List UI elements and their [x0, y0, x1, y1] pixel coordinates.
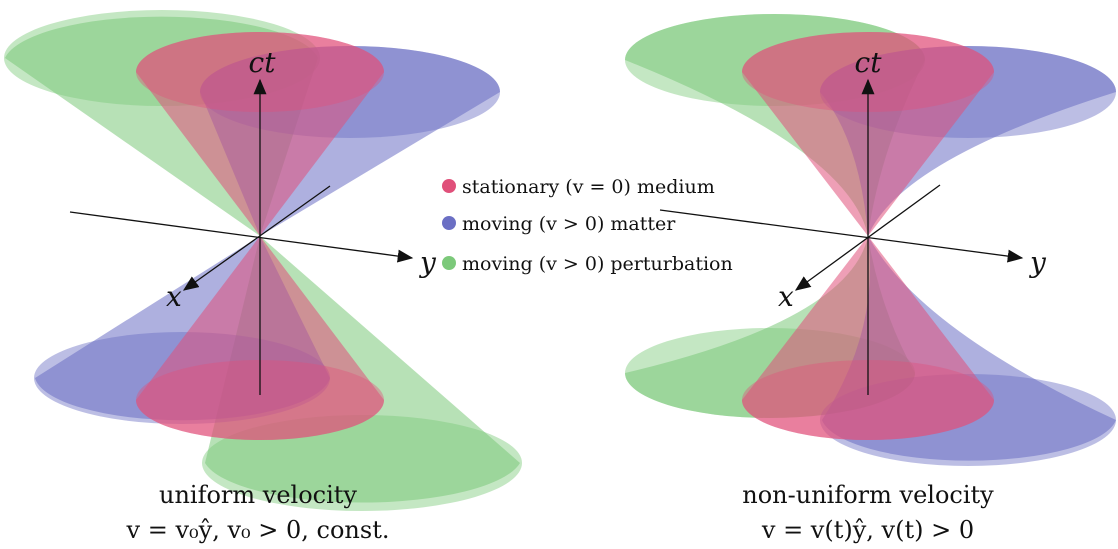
y-axis-label: y: [1028, 246, 1047, 279]
y-axis: [659, 209, 1024, 263]
legend-item-perturbation: moving (v > 0) perturbation: [442, 253, 733, 275]
x-axis: [794, 184, 941, 291]
legend-label-matter: moving (v > 0) matter: [462, 213, 676, 235]
legend-item-stationary: stationary (v = 0) medium: [442, 176, 715, 198]
y-axis: [69, 211, 414, 263]
legend-dot-perturbation: [442, 256, 456, 270]
stationary-cap-upper: [742, 32, 994, 112]
caption-title: non-uniform velocity: [742, 481, 994, 509]
caption-formula: v = v(t)ŷ, v(t) > 0: [761, 516, 974, 544]
caption-formula: v = v₀ŷ, v₀ > 0, const.: [126, 516, 390, 544]
ct-axis-label: ct: [855, 46, 883, 79]
legend-label-perturbation: moving (v > 0) perturbation: [462, 253, 733, 275]
caption-nonuniform: non-uniform velocity v = v(t)ŷ, v(t) > 0: [742, 481, 994, 544]
legend-item-matter: moving (v > 0) matter: [442, 213, 676, 235]
legend-label-stationary: stationary (v = 0) medium: [462, 176, 715, 198]
legend: stationary (v = 0) medium moving (v > 0)…: [442, 176, 733, 275]
x-axis: [182, 185, 331, 291]
stationary-cap-upper: [136, 32, 384, 112]
x-axis-label: x: [778, 280, 794, 313]
legend-dot-stationary: [442, 179, 456, 193]
panel-uniform: ct y x: [4, 10, 522, 511]
legend-dot-matter: [442, 216, 456, 230]
stationary-cap-lower: [136, 360, 384, 440]
caption-uniform: uniform velocity v = v₀ŷ, v₀ > 0, const.: [126, 481, 390, 544]
panel-nonuniform: ct y x: [625, 14, 1116, 466]
y-axis-label: y: [418, 246, 437, 279]
caption-title: uniform velocity: [159, 481, 357, 509]
stationary-cap-lower: [742, 360, 994, 440]
x-axis-label: x: [166, 280, 182, 313]
ct-axis-label: ct: [249, 46, 277, 79]
